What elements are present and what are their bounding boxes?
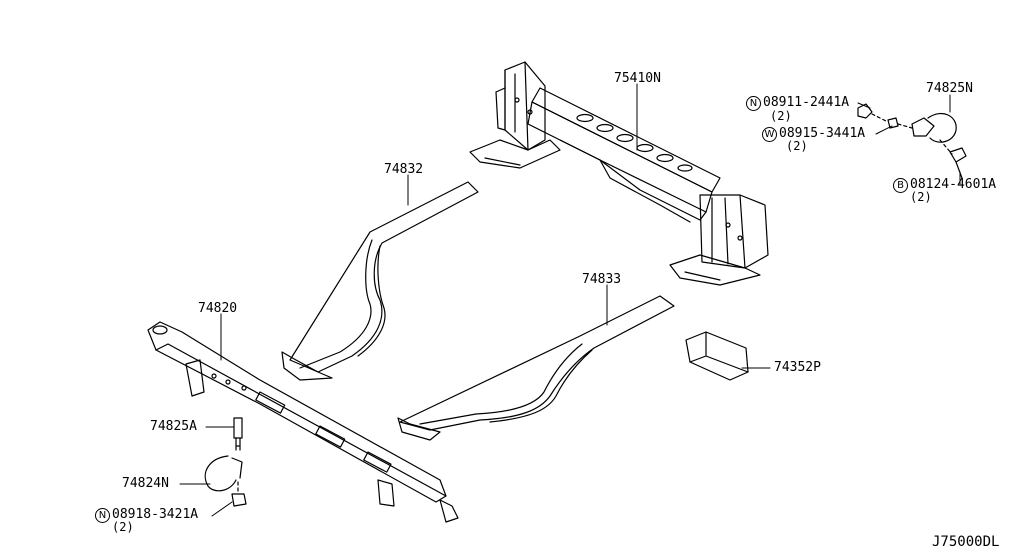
- fastener-label-08915-3441a[interactable]: 08915-3441A: [779, 126, 866, 141]
- bracket-74352p-drawing: [685, 331, 749, 381]
- part-label-75410n[interactable]: 75410N: [614, 71, 661, 86]
- fastener-symbol-badge: N: [746, 96, 761, 111]
- front-cross-member-drawing: [147, 321, 459, 523]
- fastener-symbol-badge: W: [762, 127, 777, 142]
- fastener-qty: (2): [910, 190, 932, 204]
- part-label-74352p[interactable]: 74352P: [774, 360, 821, 375]
- fastener-symbol-badge: N: [95, 508, 110, 523]
- part-label-74824n[interactable]: 74824N: [122, 476, 169, 491]
- leader-lines: [179, 83, 961, 517]
- diagram-code: J75000DL: [932, 534, 1000, 550]
- side-member-74833-drawing: [397, 295, 675, 441]
- fastener-qty: (2): [112, 520, 134, 534]
- fastener-qty: (2): [786, 139, 808, 153]
- part-label-74825n[interactable]: 74825N: [926, 81, 973, 96]
- rear-tow-hook-drawing: [857, 103, 967, 179]
- fastener-qty: (2): [770, 109, 792, 123]
- fastener-label-08911-2441a[interactable]: 08911-2441A: [763, 95, 850, 110]
- part-label-74832[interactable]: 74832: [384, 162, 424, 177]
- rear-cross-member-drawing: [469, 61, 769, 286]
- fastener-symbol-badge: B: [893, 178, 908, 193]
- fastener-label-08124-4601a[interactable]: 08124-4601A: [910, 177, 997, 192]
- part-label-74833[interactable]: 74833: [582, 272, 622, 287]
- fastener-label-08918-3421a[interactable]: 08918-3421A: [112, 507, 199, 522]
- front-tow-hook-drawing: [204, 417, 247, 507]
- part-label-74820[interactable]: 74820: [198, 301, 238, 316]
- side-member-74832-drawing: [281, 181, 479, 381]
- part-label-74825a[interactable]: 74825A: [150, 419, 197, 434]
